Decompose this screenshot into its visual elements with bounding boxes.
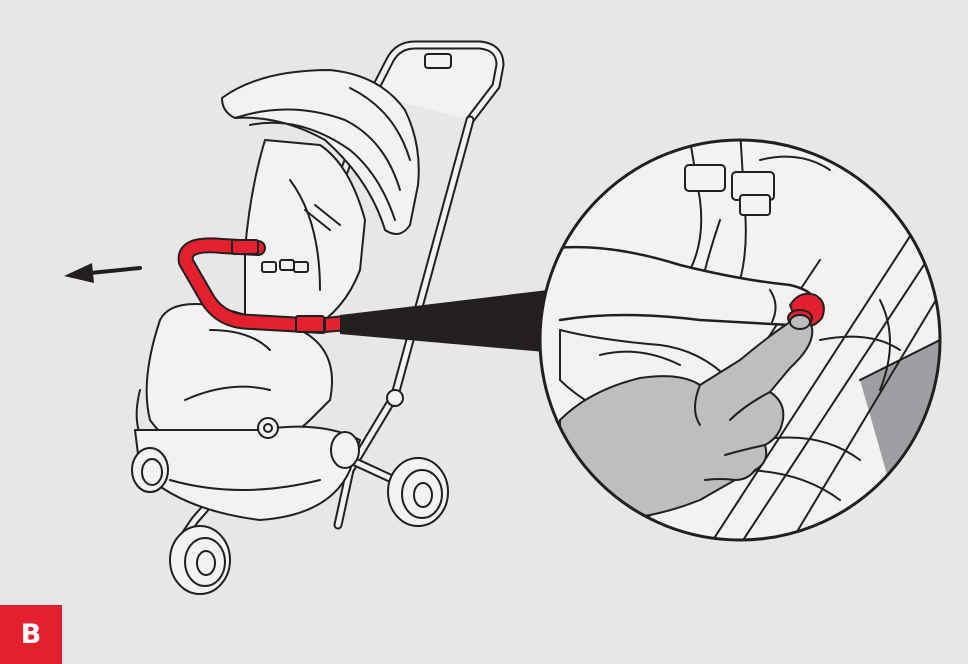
bumper-bar-highlight [177, 237, 349, 334]
step-badge: B [0, 605, 62, 664]
press-button-hand [559, 314, 814, 521]
detail-zoom-circle [538, 138, 942, 542]
zoom-beam [340, 290, 548, 352]
arrow-left-icon [64, 263, 142, 283]
wheel-front-right [131, 447, 169, 493]
wheel-rear-right [387, 457, 449, 527]
stroller-seat [244, 139, 366, 331]
step-label: B [20, 619, 42, 650]
stroller [131, 40, 505, 595]
wheel-rear-left [330, 431, 360, 469]
wheel-front-left [169, 525, 231, 595]
